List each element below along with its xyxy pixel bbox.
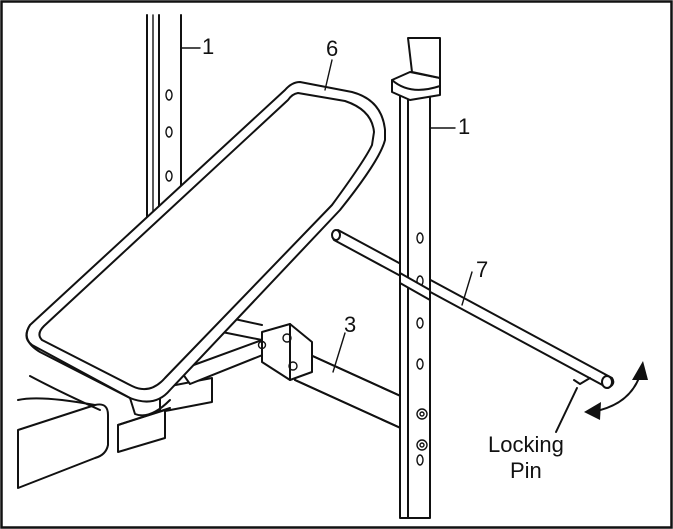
- label-locking-pin-line2: Pin: [510, 458, 542, 483]
- label-part-3: 3: [344, 312, 356, 337]
- leader-lines: [180, 47, 473, 373]
- backrest-pad: [25, 81, 386, 417]
- label-part-1-right: 1: [458, 114, 470, 139]
- crossbar: [257, 323, 406, 431]
- right-upright: [391, 37, 441, 519]
- rotate-arrow-icon: [584, 361, 648, 420]
- weight-rod: [331, 229, 615, 389]
- locking-pin: [555, 377, 591, 433]
- label-part-1-left: 1: [202, 34, 214, 59]
- label-locking-pin-line1: Locking: [488, 432, 564, 457]
- seat-pad: [17, 375, 109, 489]
- label-part-7: 7: [476, 257, 488, 282]
- label-part-6: 6: [326, 36, 338, 61]
